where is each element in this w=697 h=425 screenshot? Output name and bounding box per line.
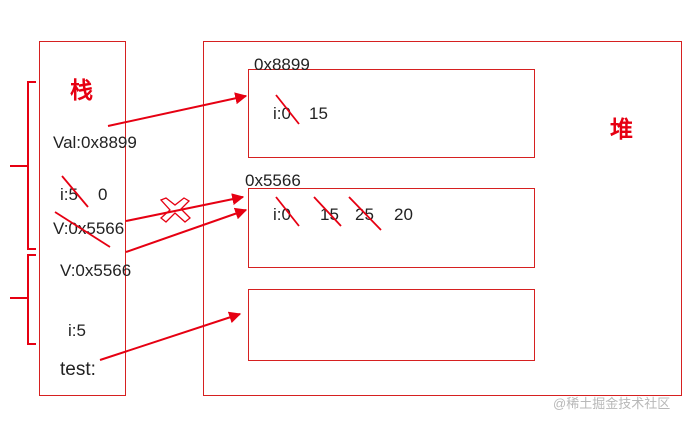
bracket-bottom [10, 254, 36, 345]
stack-v-second: V:0x5566 [60, 261, 132, 280]
arrow-test-to-empty [99, 311, 242, 361]
arrow-val-to-0x8899 [107, 92, 248, 127]
heap-title: 堆 [610, 116, 633, 142]
watermark: @稀土掘金技术社区 [553, 396, 671, 411]
strike-obj2-value-2 [348, 196, 382, 231]
strike-v-first [54, 211, 111, 248]
heap-obj1-value: 15 [309, 104, 328, 123]
stack-i-new: 0 [98, 185, 108, 204]
heap-obj1-address: 0x8899 [254, 55, 310, 74]
cross-mark-icon [159, 197, 191, 223]
arrow-v1-to-0x5566 [125, 193, 245, 222]
heap-object-empty [248, 289, 535, 361]
heap-region [203, 41, 682, 396]
bracket-top [10, 81, 36, 250]
strike-obj1-field [275, 94, 300, 125]
strike-obj2-value-1 [313, 196, 342, 227]
heap-object-0x5566 [248, 188, 535, 268]
heap-obj2-address: 0x5566 [245, 171, 301, 190]
stack-i-second: i:5 [68, 321, 86, 340]
stack-v-first: V:0x5566 [53, 219, 125, 238]
strike-obj2-field [275, 196, 300, 227]
stack-title: 栈 [70, 77, 93, 103]
stack-region [39, 41, 126, 396]
heap-obj2-value-3: 20 [394, 205, 413, 224]
stack-val: Val:0x8899 [53, 133, 137, 152]
arrow-v2-to-0x5566 [125, 207, 248, 253]
heap-object-0x8899 [248, 69, 535, 158]
stack-test: test: [60, 359, 96, 380]
strike-i-old [61, 175, 89, 208]
